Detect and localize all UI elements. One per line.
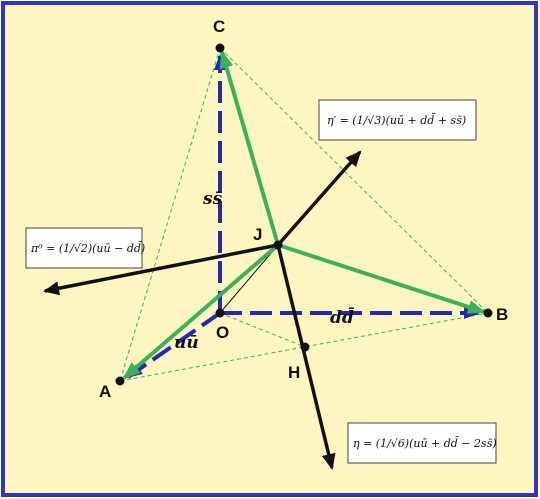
equation-pi0-box: π⁰ = (1/√2)(uū − dd̄) xyxy=(25,227,145,269)
label-uu: uū xyxy=(174,333,199,353)
dot-j xyxy=(273,240,283,250)
dot-b xyxy=(483,308,493,318)
edge-o-h xyxy=(219,312,306,348)
vertex-dots xyxy=(115,43,493,386)
vector-j-a xyxy=(122,243,280,380)
line-o-j xyxy=(219,244,279,314)
dot-h xyxy=(300,342,310,352)
label-h: H xyxy=(288,363,300,382)
equation-eta-prime: η′ = (1/√3)(uū + dd̄ + ss̄) xyxy=(327,114,466,127)
label-a: A xyxy=(99,382,111,401)
dot-a xyxy=(115,376,125,386)
vector-eta-prime xyxy=(276,150,362,247)
label-b: B xyxy=(496,305,508,324)
vector-eta xyxy=(276,244,336,470)
equation-eta: η = (1/√6)(uū + dd̄ − 2ss̄) xyxy=(353,437,497,450)
dot-o xyxy=(215,308,225,318)
vector-pi0 xyxy=(43,243,279,296)
black-vectors xyxy=(43,150,362,470)
dashed-edges xyxy=(119,47,489,382)
label-ss: ss̄ xyxy=(202,189,223,209)
blue-axes xyxy=(126,54,480,379)
equation-eta-prime-box: η′ = (1/√3)(uū + dd̄ + ss̄) xyxy=(318,99,477,141)
equation-eta-box: η = (1/√6)(uū + dd̄ − 2ss̄) xyxy=(347,422,497,464)
green-vectors xyxy=(122,50,486,380)
vector-j-c xyxy=(219,50,280,246)
edge-a-b xyxy=(119,312,489,382)
dot-c xyxy=(215,43,225,53)
axis-uu xyxy=(126,311,222,379)
vector-j-b xyxy=(277,243,486,314)
equation-pi0: π⁰ = (1/√2)(uū − dd̄) xyxy=(30,242,145,255)
label-o: O xyxy=(216,323,229,342)
label-j: J xyxy=(253,225,262,244)
label-dd: dd̄ xyxy=(330,307,355,328)
edge-c-a xyxy=(119,47,221,382)
label-c: C xyxy=(213,17,225,36)
